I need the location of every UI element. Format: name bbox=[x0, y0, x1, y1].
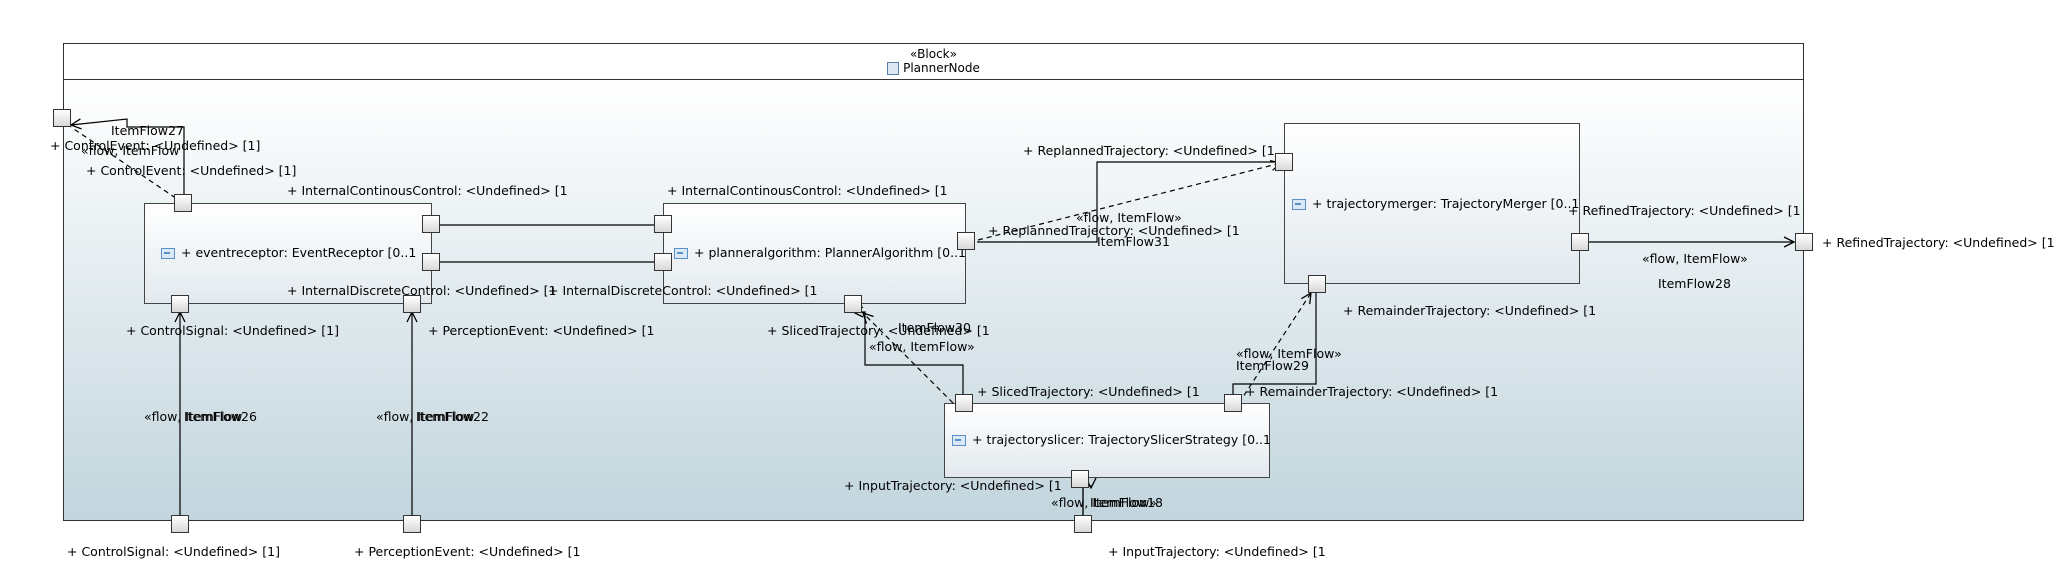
itemflow27-connector bbox=[71, 118, 185, 202]
label-control-signal-er: + ControlSignal: <Undefined> [1] bbox=[126, 323, 339, 338]
label-itemflow30: ItemFlow30 bbox=[898, 320, 971, 335]
part-icon bbox=[1292, 199, 1306, 210]
label-replanned-pa: + ReplannedTrajectory: <Undefined> [1 bbox=[988, 223, 1240, 238]
trajectorymerger-label: + trajectorymerger: TrajectoryMerger [0.… bbox=[1312, 196, 1580, 211]
label-itemflow22: ItemFlow22 bbox=[416, 409, 489, 424]
block-header: «Block» PlannerNode bbox=[64, 44, 1803, 80]
itemflow29-connector bbox=[1232, 292, 1317, 403]
port-input-ts[interactable] bbox=[1071, 470, 1089, 488]
port-refined-tm[interactable] bbox=[1571, 233, 1589, 251]
port-control-signal-frame[interactable] bbox=[171, 515, 189, 533]
label-itemflow29: ItemFlow29 bbox=[1236, 358, 1309, 373]
label-refined-frame: + RefinedTrajectory: <Undefined> [1 bbox=[1822, 235, 2055, 250]
label-flow31-stereotype: «flow, ItemFlow» bbox=[1076, 210, 1182, 225]
itemflow31-dependency bbox=[977, 163, 1281, 241]
label-flow18-stereotype: «flow, ItemFlow» bbox=[1051, 495, 1157, 510]
label-itemflow27: ItemFlow27 bbox=[111, 123, 184, 138]
port-replanned-tm[interactable] bbox=[1275, 153, 1293, 171]
block-stereotype: «Block» bbox=[910, 47, 957, 61]
trajectoryslicer-label: + trajectoryslicer: TrajectorySlicerStra… bbox=[972, 432, 1271, 447]
part-planneralgorithm[interactable]: + planneralgorithm: PlannerAlgorithm [0.… bbox=[663, 203, 966, 304]
port-perception-event-frame[interactable] bbox=[403, 515, 421, 533]
part-icon bbox=[674, 248, 688, 259]
label-flow26-stereotype: «flow, ItemFlow bbox=[144, 409, 243, 424]
eventreceptor-label: + eventreceptor: EventReceptor [0..1 bbox=[181, 245, 417, 260]
label-itemflow31: ItemFlow31 bbox=[1097, 234, 1170, 249]
port-internal-discrete-pa[interactable] bbox=[654, 253, 672, 271]
label-control-signal-frame: + ControlSignal: <Undefined> [1] bbox=[67, 544, 280, 559]
port-perception-event-er[interactable] bbox=[403, 295, 421, 313]
label-internal-continous-pa: + InternalContinousControl: <Undefined> … bbox=[667, 183, 948, 198]
label-sliced-ts: + SlicedTrajectory: <Undefined> [1 bbox=[977, 384, 1200, 399]
label-flow28-stereotype: «flow, ItemFlow» bbox=[1642, 251, 1748, 266]
label-internal-continous-er: + InternalContinousControl: <Undefined> … bbox=[287, 183, 568, 198]
part-trajectorymerger[interactable]: + trajectorymerger: TrajectoryMerger [0.… bbox=[1284, 123, 1580, 284]
label-perception-event-frame: + PerceptionEvent: <Undefined> [1 bbox=[354, 544, 581, 559]
part-trajectoryslicer[interactable]: + trajectoryslicer: TrajectorySlicerStra… bbox=[944, 403, 1271, 478]
block-name: PlannerNode bbox=[903, 61, 980, 75]
label-flow30-stereotype: «flow, ItemFlow» bbox=[869, 339, 975, 354]
label-remainder-tm: + RemainderTrajectory: <Undefined> [1 bbox=[1343, 303, 1597, 318]
itemflow27-dependency bbox=[70, 126, 184, 204]
itemflow30-dependency bbox=[863, 313, 954, 404]
port-internal-discrete-er[interactable] bbox=[422, 253, 440, 271]
label-control-event-frame: + ControlEvent: <Undefined> [1] bbox=[50, 138, 261, 153]
part-icon bbox=[161, 248, 175, 259]
label-replanned-tm: + ReplannedTrajectory: <Undefined> [1 bbox=[1023, 143, 1275, 158]
label-internal-discrete-pa: + InternalDiscreteControl: <Undefined> [… bbox=[548, 283, 818, 298]
port-input-frame[interactable] bbox=[1074, 515, 1092, 533]
port-control-event-frame[interactable] bbox=[53, 109, 71, 127]
part-icon bbox=[952, 435, 966, 446]
label-remainder-ts: + RemainderTrajectory: <Undefined> [1 bbox=[1245, 384, 1499, 399]
port-control-event-er[interactable] bbox=[174, 194, 192, 212]
block-icon bbox=[887, 62, 900, 75]
label-internal-discrete-er: + InternalDiscreteControl: <Undefined> [… bbox=[287, 283, 557, 298]
label-flow29-stereotype: «flow, ItemFlow» bbox=[1236, 346, 1342, 361]
label-itemflow18: ItemFlow18 bbox=[1090, 495, 1163, 510]
port-sliced-ts[interactable] bbox=[955, 394, 973, 412]
label-flow27-stereotype: «flow, ItemFlow bbox=[81, 143, 180, 158]
port-remainder-ts[interactable] bbox=[1224, 394, 1242, 412]
port-refined-frame[interactable] bbox=[1795, 233, 1813, 251]
port-replanned-pa[interactable] bbox=[957, 232, 975, 250]
itemflow29-dependency bbox=[1238, 293, 1311, 404]
label-itemflow26: ItemFlow26 bbox=[184, 409, 257, 424]
label-control-event-er: + ControlEvent: <Undefined> [1] bbox=[86, 163, 297, 178]
planneralgorithm-label: + planneralgorithm: PlannerAlgorithm [0.… bbox=[694, 245, 966, 260]
label-flow22-stereotype: «flow, ItemFlow bbox=[376, 409, 475, 424]
label-input-frame: + InputTrajectory: <Undefined> [1 bbox=[1108, 544, 1326, 559]
label-input-ts: + InputTrajectory: <Undefined> [1 bbox=[844, 478, 1062, 493]
port-sliced-pa[interactable] bbox=[844, 295, 862, 313]
itemflow31-connector bbox=[977, 161, 1282, 243]
port-remainder-tm[interactable] bbox=[1308, 275, 1326, 293]
port-internal-continous-er[interactable] bbox=[422, 215, 440, 233]
block-title: PlannerNode bbox=[64, 61, 1803, 75]
label-itemflow28: ItemFlow28 bbox=[1658, 276, 1731, 291]
label-refined-tm: + RefinedTrajectory: <Undefined> [1 bbox=[1568, 203, 1801, 218]
label-perception-event-er: + PerceptionEvent: <Undefined> [1 bbox=[428, 323, 655, 338]
label-sliced-pa: + SlicedTrajectory: <Undefined> [1 bbox=[767, 323, 990, 338]
port-control-signal-er[interactable] bbox=[171, 295, 189, 313]
port-internal-continous-pa[interactable] bbox=[654, 215, 672, 233]
